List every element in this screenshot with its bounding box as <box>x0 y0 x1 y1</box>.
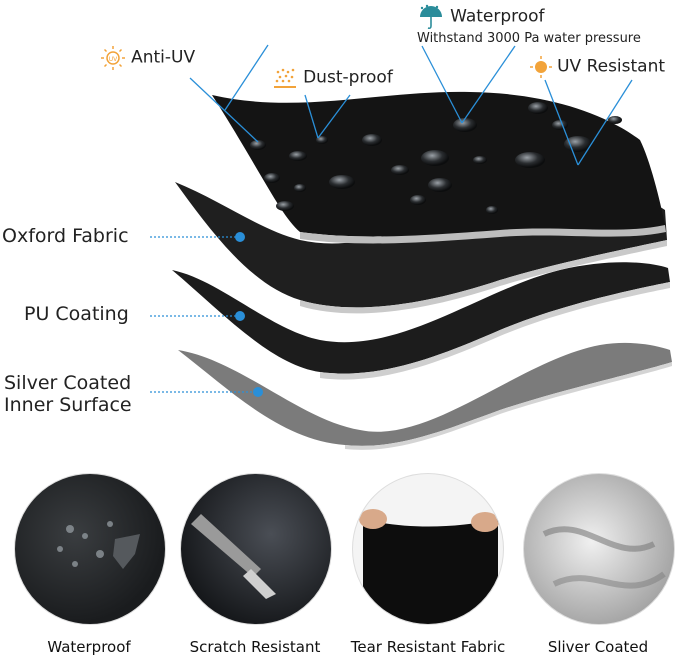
waterproof-photo <box>14 473 166 625</box>
uv-resistant-feature: UV Resistant <box>530 56 665 78</box>
silver-coated-label: Silver Coated Inner Surface <box>4 372 132 416</box>
waterproof-sublabel: Withstand 3000 Pa water pressure <box>417 31 641 46</box>
anti-uv-feature: UV Anti-UV <box>100 45 195 71</box>
caption-scratch-resistant: Scratch Resistant <box>189 638 321 656</box>
silver-layer <box>178 342 672 446</box>
dust-proof-feature: Dust-proof <box>272 66 393 90</box>
dust-proof-label: Dust-proof <box>303 67 393 88</box>
silver-coated-line2: Inner Surface <box>4 394 132 416</box>
scratch-resistant-photo <box>180 473 332 625</box>
pu-dot <box>235 311 245 321</box>
fabric-layers-illustration <box>150 44 672 450</box>
umbrella-icon <box>420 4 442 30</box>
waterproof-label: Waterproof <box>450 6 545 27</box>
sun-icon <box>530 56 552 78</box>
pu-layer <box>172 262 670 374</box>
caption-tear-resistant: Tear Resistant Fabric <box>350 638 506 656</box>
oxford-fabric-label: Oxford Fabric <box>2 225 129 247</box>
silver-coated-photo <box>523 473 675 625</box>
tear-resistant-photo <box>352 473 504 625</box>
dust-icon <box>274 68 296 88</box>
waterproof-feature: Waterproof <box>417 4 545 30</box>
sun-uv-icon: UV <box>101 46 125 70</box>
caption-silver-coated: Sliver Coated <box>547 638 649 656</box>
pointer-lines <box>189 44 633 166</box>
uv-resistant-label: UV Resistant <box>557 56 666 77</box>
anti-uv-label: Anti-UV <box>131 47 196 68</box>
oxford-dot <box>235 232 245 242</box>
water-droplets <box>250 102 622 214</box>
silver-coated-line1: Silver Coated <box>4 372 132 394</box>
svg-text:UV: UV <box>109 56 118 63</box>
silver-dot <box>253 387 263 397</box>
pu-coating-label: PU Coating <box>24 303 129 325</box>
layer-leaders <box>150 236 255 393</box>
caption-waterproof: Waterproof <box>47 638 131 656</box>
